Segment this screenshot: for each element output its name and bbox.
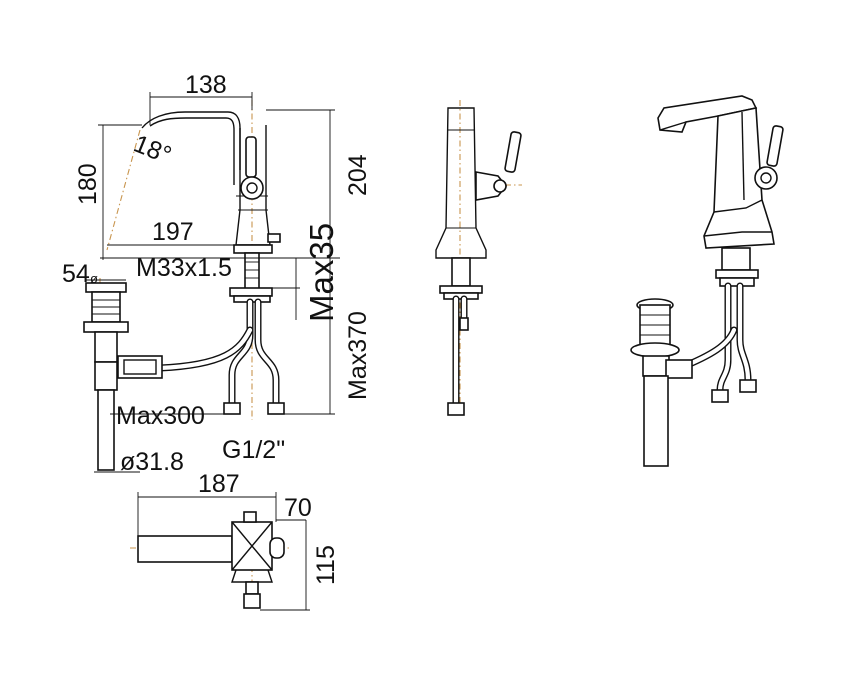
front-view: 138 180 18° 204 197 M33x1.5 Max35 Max370…	[62, 71, 372, 476]
dim-18-degree: 18°	[130, 130, 176, 170]
dim-54: 54	[62, 260, 90, 288]
dim-max35: Max35	[303, 223, 340, 322]
dim-70: 70	[284, 494, 312, 522]
spout	[141, 111, 241, 170]
handle	[240, 136, 264, 200]
popup-drain	[83, 282, 163, 471]
side-view	[435, 100, 522, 416]
iso-handle	[766, 125, 784, 167]
inlet-fitting-right	[267, 402, 285, 415]
dim-g12: G1/2"	[222, 436, 285, 464]
iso-body	[703, 107, 775, 249]
dim-187: 187	[198, 470, 240, 498]
dim-thread-m33: M33x1.5	[136, 254, 232, 282]
base-plate	[233, 244, 273, 254]
iso-popup-drain	[630, 298, 693, 467]
mounting-nut	[229, 287, 273, 297]
dim-max300: Max300	[116, 402, 205, 430]
inlet-fitting-left	[223, 402, 241, 415]
dim-31-8: ø31.8	[120, 448, 184, 476]
side-view-handle	[504, 131, 522, 173]
dim-138: 138	[185, 71, 227, 99]
dim-54-symbol: ø	[90, 271, 98, 286]
dim-max370: Max370	[344, 311, 372, 400]
top-view: 187 70 115	[130, 470, 340, 611]
top-view-spout	[137, 535, 233, 563]
dim-204: 204	[344, 154, 372, 196]
dim-115: 115	[312, 545, 340, 585]
dim-180: 180	[74, 163, 102, 205]
dim-197: 197	[152, 218, 194, 246]
perspective-view	[630, 95, 784, 467]
side-view-body	[435, 107, 487, 259]
dimension-lines	[86, 92, 340, 473]
